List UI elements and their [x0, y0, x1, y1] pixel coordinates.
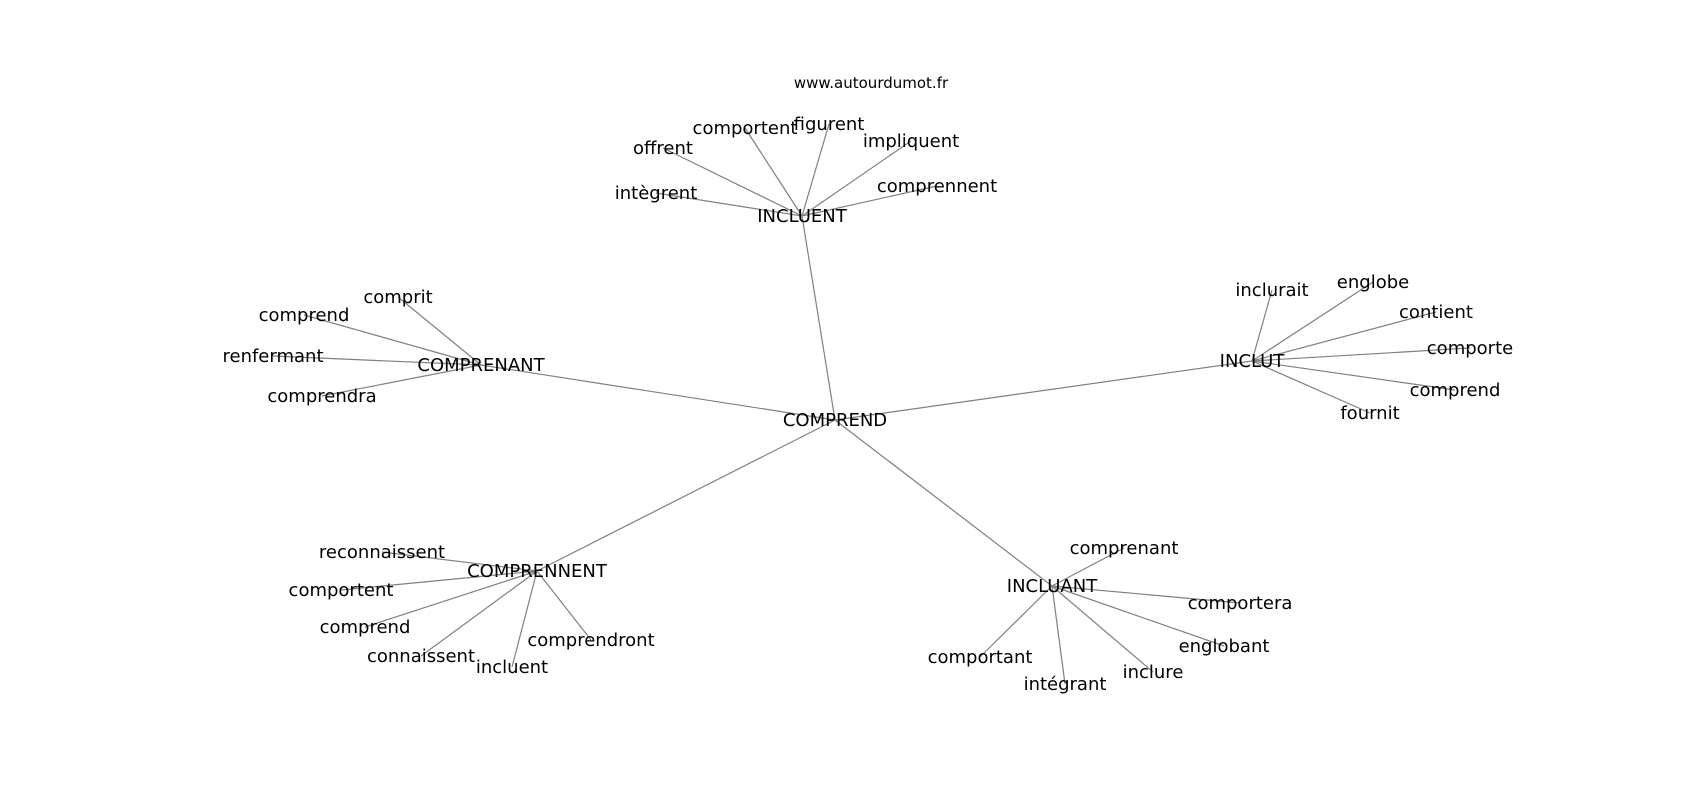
leaf-node-label[interactable]: figurent [794, 114, 865, 135]
edge-hub-to-leaf [364, 570, 538, 628]
leaf-node-label[interactable]: intégrant [1024, 674, 1107, 695]
edge-hub-to-leaf [655, 192, 803, 217]
leaf-node-label[interactable]: comprit [363, 287, 432, 308]
edge-center-to-hub [480, 364, 836, 421]
edge-hub-to-leaf [1051, 585, 1154, 673]
edge-center-to-hub [834, 419, 1053, 587]
hub-node-label[interactable]: INCLUENT [757, 206, 847, 227]
edge-hub-to-leaf [1251, 360, 1456, 391]
edge-hub-to-leaf [1251, 281, 1374, 362]
edge-hub-to-leaf [303, 314, 482, 366]
edge-hub-to-leaf [801, 123, 830, 217]
edge-hub-to-leaf [397, 296, 482, 366]
leaf-node-label[interactable]: comportant [928, 647, 1033, 668]
leaf-node-label[interactable]: comprend [1410, 380, 1501, 401]
center-node-label[interactable]: COMPREND [783, 410, 887, 431]
leaf-node-label[interactable]: comprenant [1070, 538, 1179, 559]
edge-hub-to-leaf [979, 585, 1053, 658]
leaf-node-label[interactable]: comporte [1427, 338, 1513, 359]
edge-hub-to-leaf [381, 551, 538, 572]
leaf-node-label[interactable]: comprendra [267, 386, 376, 407]
edge-hub-to-leaf [1251, 347, 1471, 362]
edge-hub-to-leaf [272, 355, 482, 366]
hub-node-label[interactable]: COMPRENANT [417, 355, 545, 376]
leaf-node-label[interactable]: comprennent [877, 176, 997, 197]
edge-hub-to-leaf [801, 140, 912, 217]
leaf-node-label[interactable]: fournit [1340, 403, 1399, 424]
graph-edges [272, 123, 1471, 685]
edge-hub-to-leaf [744, 127, 803, 217]
edge-hub-to-leaf [420, 570, 538, 657]
edge-hub-to-leaf [1251, 311, 1437, 362]
leaf-node-label[interactable]: intègrent [615, 183, 698, 204]
leaf-node-label[interactable]: inclurait [1235, 280, 1308, 301]
edge-hub-to-leaf [1251, 360, 1371, 414]
leaf-node-label[interactable]: contient [1399, 302, 1473, 323]
edge-hub-to-leaf [321, 364, 482, 397]
leaf-node-label[interactable]: englobant [1179, 636, 1270, 657]
leaf-node-label[interactable]: comprend [259, 305, 350, 326]
leaf-node-label[interactable]: reconnaissent [319, 542, 445, 563]
leaf-node-label[interactable]: renfermant [222, 346, 323, 367]
edge-center-to-hub [536, 419, 836, 572]
leaf-node-label[interactable]: connaissent [367, 646, 475, 667]
leaf-node-label[interactable]: impliquent [863, 131, 959, 152]
leaf-node-label[interactable]: comportent [693, 118, 798, 139]
hub-node-label[interactable]: INCLUT [1220, 351, 1286, 372]
edge-hub-to-leaf [1051, 585, 1241, 604]
hub-node-label[interactable]: INCLUANT [1007, 576, 1098, 597]
edge-hub-to-leaf [536, 570, 592, 641]
graph-labels: INCLUENTintègrentoffrentcomportentfigure… [222, 114, 1513, 695]
leaf-node-label[interactable]: incluent [476, 657, 548, 678]
edge-hub-to-leaf [801, 185, 938, 217]
leaf-node-label[interactable]: inclure [1123, 662, 1184, 683]
leaf-node-label[interactable]: offrent [633, 138, 693, 159]
leaf-node-label[interactable]: comprendront [527, 630, 654, 651]
edge-center-to-hub [834, 360, 1253, 421]
leaf-node-label[interactable]: comportera [1188, 593, 1293, 614]
leaf-node-label[interactable]: comprend [320, 617, 411, 638]
edge-hub-to-leaf [1051, 585, 1066, 685]
edge-hub-to-leaf [340, 570, 538, 591]
edge-hub-to-leaf [662, 147, 803, 217]
leaf-node-label[interactable]: comportent [289, 580, 394, 601]
edge-hub-to-leaf [1051, 585, 1225, 647]
edge-center-to-hub [801, 215, 836, 421]
edge-hub-to-leaf [1051, 547, 1125, 587]
leaf-node-label[interactable]: englobe [1337, 272, 1409, 293]
watermark: www.autourdumot.fr [794, 74, 949, 92]
edge-hub-to-leaf [1251, 289, 1273, 362]
hub-node-label[interactable]: COMPRENNENT [467, 561, 608, 582]
edge-hub-to-leaf [511, 570, 538, 668]
